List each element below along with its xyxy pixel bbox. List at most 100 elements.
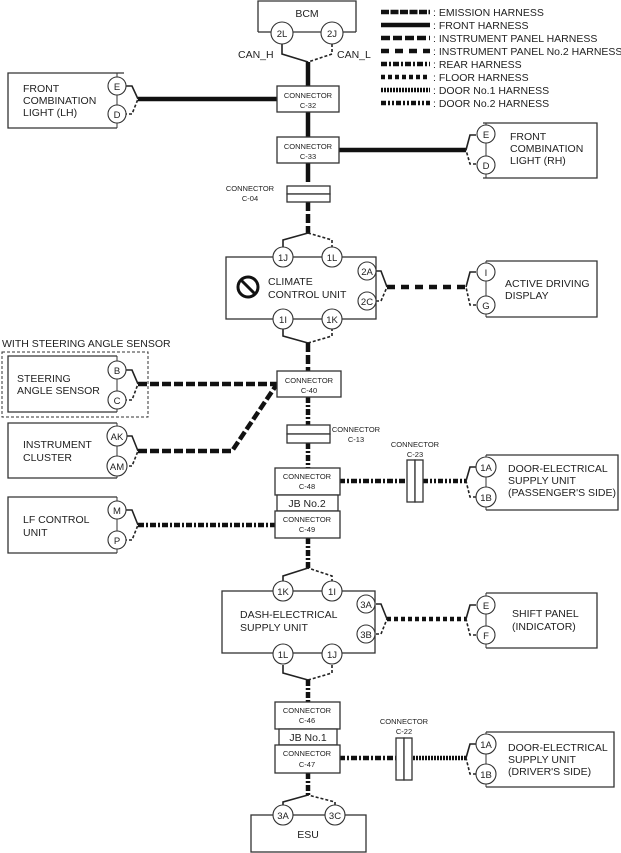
wire-steering-b xyxy=(124,369,139,385)
connector-c-22[interactable]: CONNECTOR C-22 xyxy=(380,717,429,781)
fcl-lh-pin-d[interactable] xyxy=(107,104,127,124)
module-active-driving-display[interactable]: ACTIVE DRIVING DISPLAY I G xyxy=(476,260,598,318)
connector-c-32[interactable]: CONNECTOR C-32 xyxy=(276,85,340,113)
climate-pin-1i[interactable] xyxy=(272,308,294,330)
cluster-pin-am[interactable] xyxy=(106,455,128,477)
c22-title: CONNECTOR xyxy=(380,717,429,726)
wire-esu-3c xyxy=(307,794,336,815)
shift-panel-label-2: (INDICATOR) xyxy=(512,621,576,633)
fcl-lh-label-3: LIGHT (LH) xyxy=(23,107,77,119)
cluster-pin-am-label: AM xyxy=(110,462,124,473)
wire-door-pass-1a xyxy=(465,466,476,482)
c40-id: C-40 xyxy=(301,386,317,395)
climate-label-2: CONTROL UNIT xyxy=(268,289,347,301)
bcm-label: BCM xyxy=(295,8,318,20)
door-pass-label-3: (PASSENGER'S SIDE) xyxy=(508,487,616,499)
bcm-pin-2l[interactable] xyxy=(270,21,294,45)
c04-id: C-04 xyxy=(242,194,258,203)
signal-can-h: CAN_H xyxy=(238,49,274,61)
c22-id: C-22 xyxy=(396,727,412,736)
wire-climate-1j xyxy=(282,232,309,248)
active-display-pin-g[interactable] xyxy=(476,295,496,315)
connector-c-23[interactable]: CONNECTOR C-23 xyxy=(391,440,440,503)
connector-c-33[interactable]: CONNECTOR C-33 xyxy=(276,136,340,164)
shift-panel-pin-f[interactable] xyxy=(476,625,496,645)
fcl-rh-pin-d[interactable] xyxy=(476,155,496,175)
module-climate-control-unit[interactable]: CLIMATE CONTROL UNIT 1J 1L 1I 1K 2A 2C xyxy=(225,246,377,330)
esu-pin-3c-label: 3C xyxy=(329,811,341,822)
dash-pin-3b-label: 3B xyxy=(360,630,372,641)
door-drv-label-3: (DRIVER'S SIDE) xyxy=(508,766,591,778)
connector-c-49[interactable] xyxy=(274,510,341,539)
esu-pin-3a[interactable] xyxy=(272,804,294,826)
c46-title: CONNECTOR xyxy=(283,706,332,715)
module-door-electrical-supply-unit-driver[interactable]: DOOR-ELECTRICAL SUPPLY UNIT (DRIVER'S SI… xyxy=(475,731,615,788)
climate-pin-1k[interactable] xyxy=(321,308,343,330)
wire-climate-2c xyxy=(376,286,388,302)
module-door-electrical-supply-unit-passenger[interactable]: DOOR-ELECTRICAL SUPPLY UNIT (PASSENGER'S… xyxy=(475,454,619,511)
shift-panel-pin-e[interactable] xyxy=(476,595,496,615)
lf-control-pin-p[interactable] xyxy=(107,530,127,550)
module-dash-electrical-supply-unit[interactable]: DASH-ELECTRICAL SUPPLY UNIT 1K 1I 1L 1J … xyxy=(221,580,376,665)
optional-group-steering-angle-sensor: WITH STEERING ANGLE SENSOR xyxy=(1,338,171,418)
module-instrument-cluster[interactable]: INSTRUMENT CLUSTER AK AM xyxy=(7,422,128,479)
connector-c-40[interactable]: CONNECTOR C-40 xyxy=(276,370,342,398)
c04-title: CONNECTOR xyxy=(226,184,275,193)
door-pass-label-1: DOOR-ELECTRICAL xyxy=(508,463,608,475)
junction-block-no2[interactable]: CONNECTOR C-48 JB No.2 CONNECTOR C-49 xyxy=(274,467,341,539)
wire-dash-1i xyxy=(307,567,333,587)
fcl-rh-pin-e[interactable] xyxy=(476,124,496,144)
fcl-lh-pin-e[interactable] xyxy=(107,76,127,96)
fcl-lh-pin-d-label: D xyxy=(114,110,121,121)
wire-door-pass-1b xyxy=(465,480,476,498)
steering-pin-c[interactable] xyxy=(107,390,127,410)
climate-pin-1j[interactable] xyxy=(272,246,294,268)
door-pass-pin-1a[interactable] xyxy=(475,456,497,478)
module-front-combination-light-rh[interactable]: FRONT COMBINATION LIGHT (RH) E D xyxy=(476,122,598,179)
junction-block-no1[interactable]: CONNECTOR C-46 JB No.1 CONNECTOR C-47 xyxy=(274,701,341,774)
bcm-pin-2j[interactable] xyxy=(320,21,344,45)
active-display-pin-g-label: G xyxy=(482,301,489,312)
esu-pin-3c[interactable] xyxy=(324,804,346,826)
cluster-pin-ak[interactable] xyxy=(106,425,128,447)
connector-c-04[interactable]: CONNECTOR C-04 xyxy=(226,184,331,203)
steering-pin-b[interactable] xyxy=(107,360,127,380)
dash-pin-1i[interactable] xyxy=(321,580,343,602)
climate-pin-2c-label: 2C xyxy=(361,297,373,308)
wire-bcm-can-l xyxy=(307,44,333,63)
dash-pin-3b[interactable] xyxy=(356,624,376,644)
climate-pin-1l[interactable] xyxy=(321,246,343,268)
module-esu[interactable]: ESU 3A 3C xyxy=(250,804,367,853)
door-drv-pin-1a-label: 1A xyxy=(480,740,492,751)
legend-label-emission: : EMISSION HARNESS xyxy=(433,7,544,19)
module-shift-panel[interactable]: SHIFT PANEL (INDICATOR) E F xyxy=(476,592,598,649)
connector-c-13[interactable]: CONNECTOR C-13 xyxy=(286,424,381,444)
climate-pin-2c[interactable] xyxy=(357,291,377,311)
wire-dash-1l xyxy=(282,665,309,681)
c32-id: C-32 xyxy=(300,101,316,110)
wire-dash-3b xyxy=(376,618,388,635)
module-lf-control-unit[interactable]: LF CONTROL UNIT M P xyxy=(7,496,127,554)
fcl-rh-label-2: COMBINATION xyxy=(510,143,583,155)
active-display-pin-i[interactable] xyxy=(476,262,496,282)
dash-pin-1j[interactable] xyxy=(321,643,343,665)
connector-c-46[interactable] xyxy=(274,701,341,730)
door-drv-label-2: SUPPLY UNIT xyxy=(508,754,576,766)
module-front-combination-light-lh[interactable]: FRONT COMBINATION LIGHT (LH) E D xyxy=(7,72,127,129)
door-drv-label-1: DOOR-ELECTRICAL xyxy=(508,742,608,754)
climate-pin-2a[interactable] xyxy=(357,261,377,281)
door-drv-pin-1b[interactable] xyxy=(475,763,497,785)
dash-pin-1l[interactable] xyxy=(272,643,294,665)
door-pass-pin-1b[interactable] xyxy=(475,486,497,508)
lf-control-pin-m[interactable] xyxy=(107,500,127,520)
esu-pin-3a-label: 3A xyxy=(277,811,289,822)
module-bcm[interactable]: BCM 2L 2J CAN_H CAN_L xyxy=(238,0,371,61)
module-steering-angle-sensor[interactable]: STEERING ANGLE SENSOR B C xyxy=(7,355,127,413)
c13-id: C-13 xyxy=(348,435,364,444)
door-drv-pin-1a[interactable] xyxy=(475,733,497,755)
connector-c-47[interactable] xyxy=(274,744,341,774)
dash-pin-3a[interactable] xyxy=(356,594,376,614)
lf-control-pin-m-label: M xyxy=(113,506,121,517)
dash-pin-1k[interactable] xyxy=(272,580,294,602)
